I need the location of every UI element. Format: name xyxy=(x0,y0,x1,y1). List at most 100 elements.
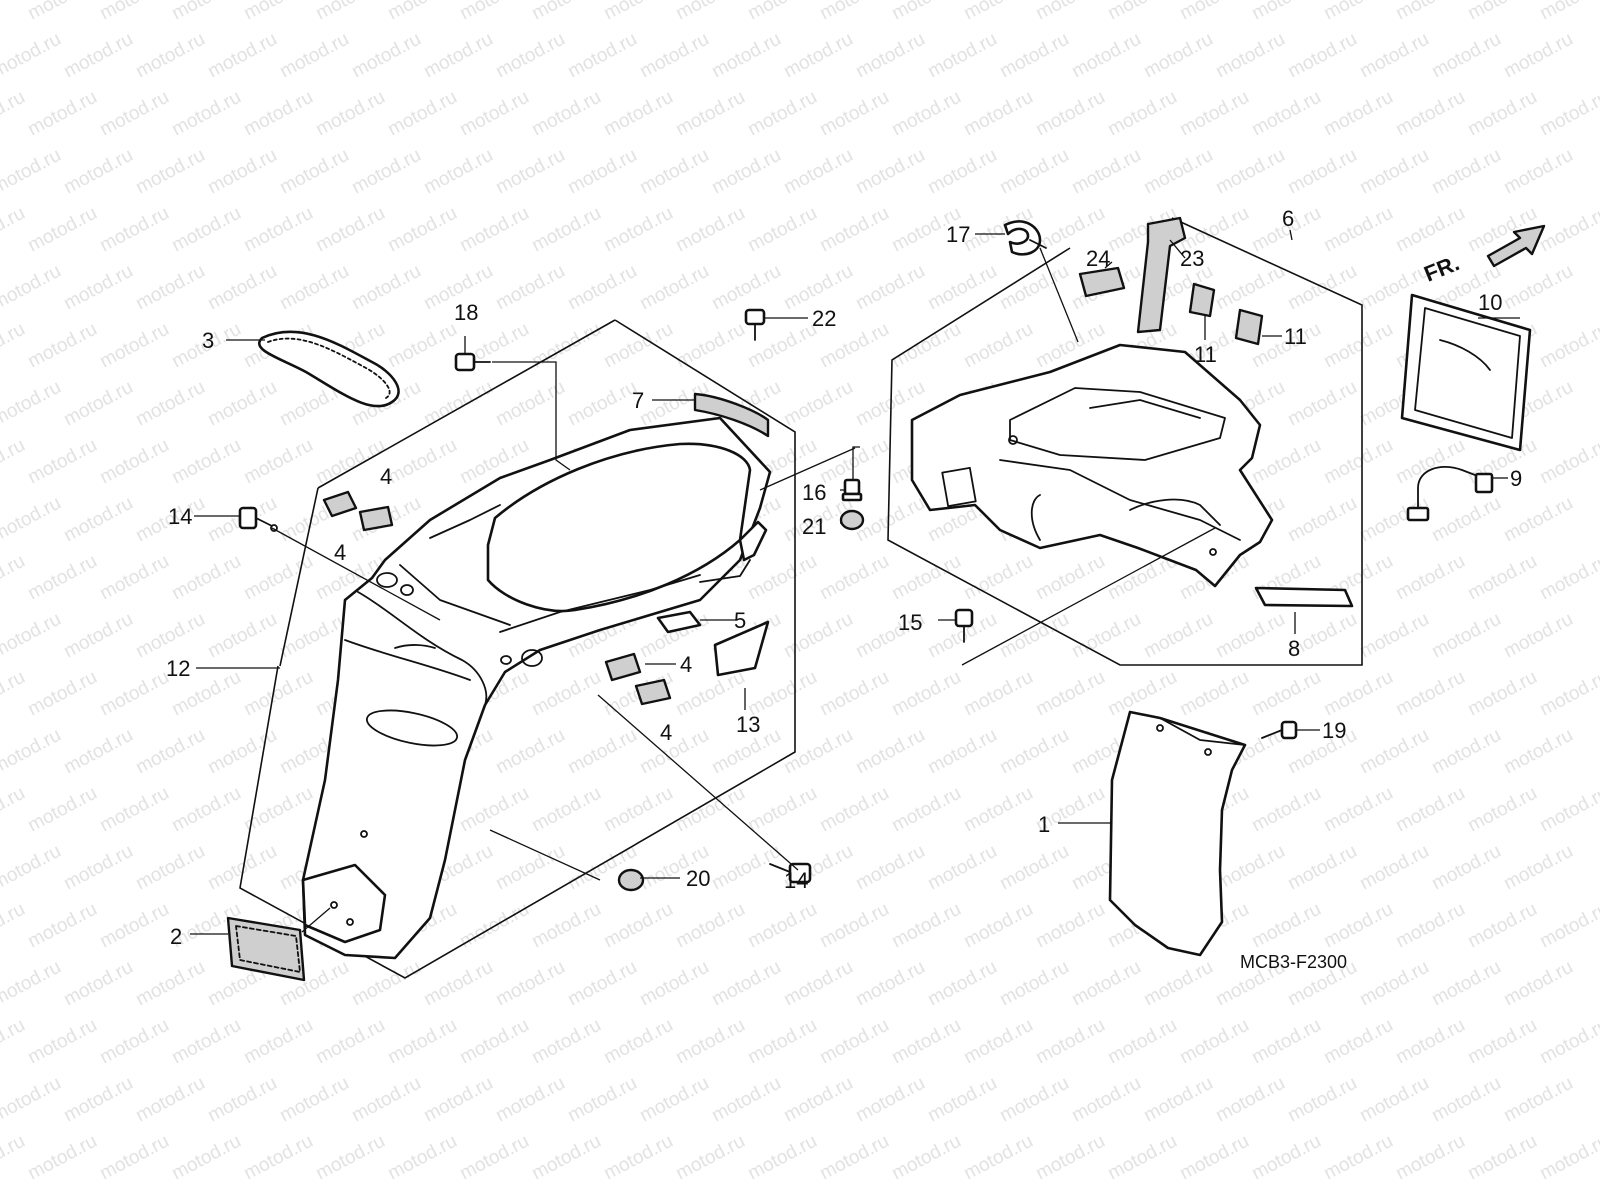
watermark-text: motod.ru xyxy=(492,377,568,431)
watermark-text: motod.ru xyxy=(1536,667,1600,721)
bolt-14-upper xyxy=(238,506,278,532)
watermark-text: motod.ru xyxy=(600,899,676,953)
watermark-text: motod.ru xyxy=(960,783,1036,837)
callout-15: 15 xyxy=(898,610,922,635)
watermark-text: motod.ru xyxy=(1176,667,1252,721)
watermark-text: motod.ru xyxy=(240,551,316,605)
watermark-text: motod.ru xyxy=(1392,667,1468,721)
watermark-text: motod.ru xyxy=(60,1073,136,1127)
watermark-text: motod.ru xyxy=(816,899,892,953)
part-1-mudguard xyxy=(1108,710,1247,957)
watermark-text: motod.ru xyxy=(960,1131,1036,1185)
callout-4c: 4 xyxy=(680,652,692,677)
callout-14a: 14 xyxy=(168,504,192,529)
watermark-text: motod.ru xyxy=(132,145,208,199)
watermark-text: motod.ru xyxy=(564,725,640,779)
part-12-rear-fender xyxy=(301,416,772,960)
watermark-text: motod.ru xyxy=(1032,1015,1108,1069)
watermark-text: motod.ru xyxy=(996,609,1072,663)
watermark-text: motod.ru xyxy=(780,725,856,779)
watermark-text: motod.ru xyxy=(672,1131,748,1185)
watermark-text: motod.ru xyxy=(924,145,1000,199)
left-frame-line xyxy=(239,319,796,979)
watermark-text: motod.ru xyxy=(204,377,280,431)
watermark-text: motod.ru xyxy=(816,203,892,257)
watermark-text: motod.ru xyxy=(0,1015,29,1069)
watermark-text: motod.ru xyxy=(564,377,640,431)
watermark-text: motod.ru xyxy=(924,261,1000,315)
watermark-text: motod.ru xyxy=(204,145,280,199)
watermark-text: motod.ru xyxy=(672,87,748,141)
watermark-text: motod.ru xyxy=(24,667,100,721)
watermark-text: motod.ru xyxy=(816,551,892,605)
watermark-text: motod.ru xyxy=(708,1073,784,1127)
watermark-text: motod.ru xyxy=(204,29,280,83)
watermark-text: motod.ru xyxy=(1464,1015,1540,1069)
watermark-text: motod.ru xyxy=(1500,261,1576,315)
callout-20: 20 xyxy=(686,866,710,891)
watermark-text: motod.ru xyxy=(0,899,29,953)
watermark-text: motod.ru xyxy=(888,783,964,837)
watermark-text: motod.ru xyxy=(852,261,928,315)
watermark-text: motod.ru xyxy=(0,435,29,489)
watermark-text: motod.ru xyxy=(1248,1015,1324,1069)
watermark-text: motod.ru xyxy=(0,493,65,547)
watermark-text: motod.ru xyxy=(1536,87,1600,141)
watermark-text: motod.ru xyxy=(348,145,424,199)
watermark-text: motod.ru xyxy=(1320,1015,1396,1069)
watermark-text: motod.ru xyxy=(312,1015,388,1069)
watermark-text: motod.ru xyxy=(312,1131,388,1185)
watermark-text: motod.ru xyxy=(1536,0,1600,24)
watermark-text: motod.ru xyxy=(240,783,316,837)
watermark-text: motod.ru xyxy=(888,87,964,141)
watermark-text: motod.ru xyxy=(1176,1131,1252,1185)
watermark-text: motod.ru xyxy=(1212,29,1288,83)
watermark-text: motod.ru xyxy=(1536,783,1600,837)
watermark-text: motod.ru xyxy=(240,435,316,489)
watermark-text: motod.ru xyxy=(852,145,928,199)
watermark-text: motod.ru xyxy=(0,725,65,779)
watermark-text: motod.ru xyxy=(1140,957,1216,1011)
part-11-clips xyxy=(1188,282,1264,346)
watermark-text: motod.ru xyxy=(312,435,388,489)
watermark-text: motod.ru xyxy=(456,1015,532,1069)
watermark-text: motod.ru xyxy=(1176,0,1252,24)
group-frame-left xyxy=(239,319,796,979)
watermark-text: motod.ru xyxy=(132,725,208,779)
part-13-sheet xyxy=(713,620,770,677)
watermark-text: motod.ru xyxy=(0,87,29,141)
watermark-text: motod.ru xyxy=(384,1131,460,1185)
watermark-text: motod.ru xyxy=(1464,551,1540,605)
watermark-text: motod.ru xyxy=(0,29,65,83)
watermark-text: motod.ru xyxy=(888,1015,964,1069)
callout-18: 18 xyxy=(454,300,478,325)
watermark-text: motod.ru xyxy=(528,899,604,953)
callout-1: 1 xyxy=(1038,812,1050,837)
watermark-text: motod.ru xyxy=(168,435,244,489)
watermark-text: motod.ru xyxy=(1500,29,1576,83)
watermark-text: motod.ru xyxy=(1320,435,1396,489)
watermark-text: motod.ru xyxy=(1284,29,1360,83)
watermark-text: motod.ru xyxy=(852,841,928,895)
watermark-text: motod.ru xyxy=(204,841,280,895)
watermark-text: motod.ru xyxy=(600,203,676,257)
watermark-text: motod.ru xyxy=(456,0,532,24)
watermark-text: motod.ru xyxy=(60,29,136,83)
watermark-text: motod.ru xyxy=(60,957,136,1011)
watermark-text: motod.ru xyxy=(816,87,892,141)
watermark-text: motod.ru xyxy=(1392,87,1468,141)
watermark-text: motod.ru xyxy=(0,261,65,315)
watermark-text: motod.ru xyxy=(1500,841,1576,895)
watermark-text: motod.ru xyxy=(672,1015,748,1069)
watermark-text: motod.ru xyxy=(1464,0,1540,24)
watermark-text: motod.ru xyxy=(1032,899,1108,953)
part-3-seal-strip xyxy=(258,330,400,408)
watermark-text: motod.ru xyxy=(1536,203,1600,257)
watermark-text: motod.ru xyxy=(168,551,244,605)
watermark-text: motod.ru xyxy=(600,1131,676,1185)
watermark-text: motod.ru xyxy=(708,29,784,83)
watermark-text: motod.ru xyxy=(1104,87,1180,141)
nut-16 xyxy=(841,478,863,502)
watermark-text: motod.ru xyxy=(708,261,784,315)
